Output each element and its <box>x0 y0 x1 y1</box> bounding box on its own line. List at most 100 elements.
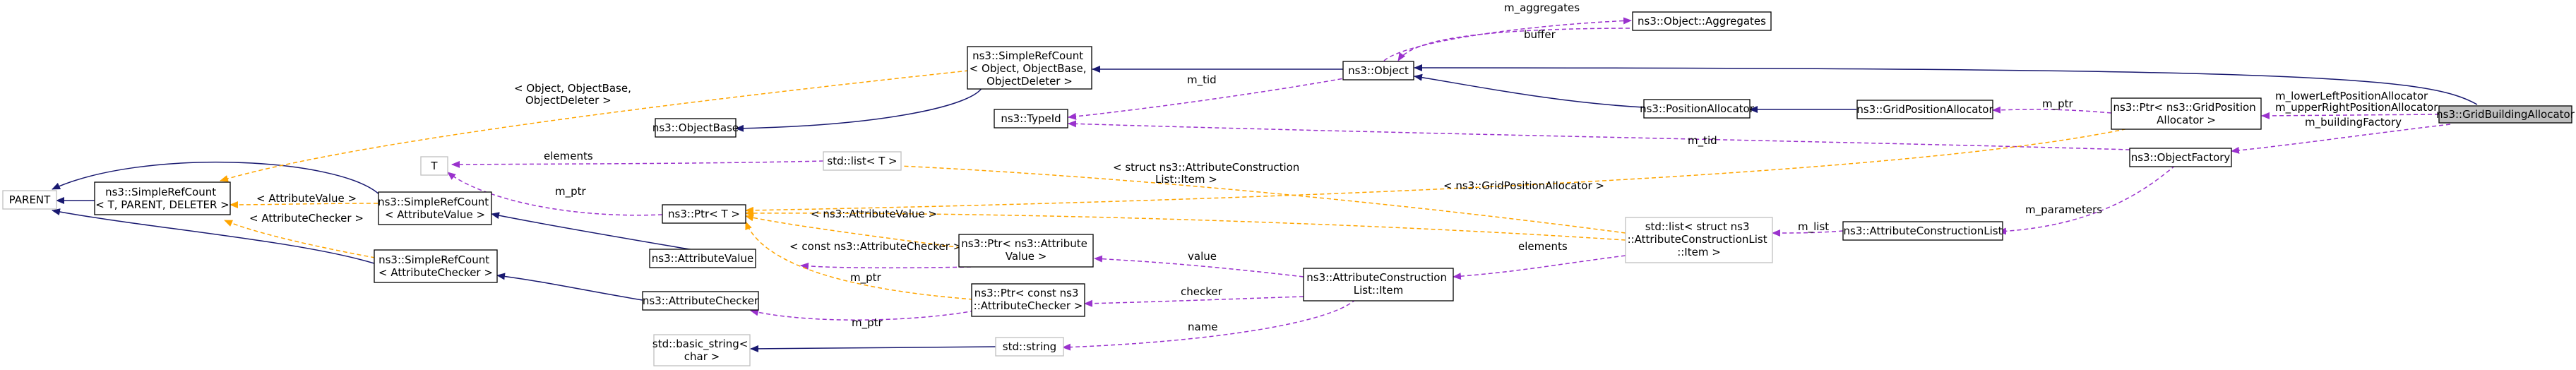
svg-text:std::string: std::string <box>1003 340 1056 353</box>
svg-text:ns3::SimpleRefCount <: ns3::SimpleRefCount < Object, ObjectBase… <box>970 49 1090 88</box>
node-std-list-t[interactable]: std::list< T > <box>823 151 902 171</box>
svg-text:ns3::TypeId: ns3::TypeId <box>1001 112 1061 125</box>
svg-text:ns3::Ptr< ns3::GridPosition: ns3::Ptr< ns3::GridPosition Allocator > <box>2113 101 2259 126</box>
label-elements-item: elements <box>1518 240 1568 253</box>
svg-text:PARENT: PARENT <box>9 193 51 206</box>
node-ptr-t[interactable]: ns3::Ptr< T > <box>662 204 746 224</box>
svg-text:std::list< struct ns3: std::list< struct ns3 ::AttributeConstru… <box>1628 220 1771 258</box>
node-std-string[interactable]: std::string <box>995 337 1064 357</box>
node-grid-building-allocator[interactable]: ns3::GridBuildingAllocator <box>2436 105 2575 124</box>
svg-text:ns3::Ptr< ns3::Attribute: ns3::Ptr< ns3::Attribute Value > <box>961 237 1090 263</box>
label-lower-upper: m_lowerLeftPositionAllocator m_upperRigh… <box>2275 90 2438 114</box>
svg-text:ns3::ObjectBase: ns3::ObjectBase <box>652 121 739 134</box>
edge-attrvalue-to-srcav <box>491 212 698 251</box>
node-object-factory[interactable]: ns3::ObjectFactory <box>2129 148 2232 167</box>
node-ptr-grid-position-allocator[interactable]: ns3::Ptr< ns3::GridPosition Allocator > <box>2111 97 2262 130</box>
node-attribute-checker[interactable]: ns3::AttributeChecker <box>642 291 759 311</box>
label-name: name <box>1188 321 1218 333</box>
edge-factory-to-acl <box>1998 160 2181 235</box>
svg-text:T: T <box>430 160 438 172</box>
svg-text:ns3::SimpleRefCount <: ns3::SimpleRefCount < AttributeValue > <box>378 196 492 221</box>
svg-text:ns3::GridBuildingAllocator: ns3::GridBuildingAllocator <box>2436 108 2575 121</box>
edge-item-to-ptrav <box>1094 255 1304 278</box>
node-attribute-construction-list[interactable]: ns3::AttributeConstructionList <box>1842 221 2003 241</box>
edge-posalloc-to-object <box>1414 73 1645 108</box>
edge-ptrgrid-to-ptrt <box>745 124 2147 214</box>
svg-text:ns3::ObjectFactory: ns3::ObjectFactory <box>2131 151 2231 164</box>
label-grid-position-template: < ns3::GridPositionAllocator > <box>1443 179 1604 192</box>
node-simple-ref-count-attribute-checker[interactable]: ns3::SimpleRefCount < AttributeChecker > <box>374 249 498 283</box>
label-const-attribute-checker-template: < const ns3::AttributeChecker > <box>789 240 962 253</box>
node-basic-string[interactable]: std::basic_string< char > <box>652 334 751 366</box>
edge-srcav-to-srcount <box>229 201 378 208</box>
node-ptr-attribute-value[interactable]: ns3::Ptr< ns3::Attribute Value > <box>958 234 1094 268</box>
label-value: value <box>1188 250 1217 263</box>
svg-text:ns3::AttributeValue: ns3::AttributeValue <box>652 252 753 265</box>
label-struct-item-template: < struct ns3::AttributeConstruction List… <box>1113 161 1303 186</box>
svg-text:ns3::Object::Aggregates: ns3::Object::Aggregates <box>1638 15 1766 28</box>
svg-text:ns3::Object: ns3::Object <box>1348 64 1409 77</box>
svg-text:ns3::AttributeChecker: ns3::AttributeChecker <box>643 294 759 307</box>
svg-text:ns3::Ptr< const ns3 ::: ns3::Ptr< const ns3 ::AttributeChecker > <box>974 287 1083 312</box>
edge-object-to-typeid <box>1068 76 1356 120</box>
edge-listitem-to-listt <box>884 162 1626 234</box>
label-m-tid-factory: m_tid <box>1688 134 1717 148</box>
node-type-id[interactable]: ns3::TypeId <box>994 109 1068 129</box>
edge-item-to-ptrac <box>1084 296 1304 307</box>
node-grid-position-allocator[interactable]: ns3::GridPositionAllocator <box>1856 100 1993 119</box>
svg-text:std::list< T >: std::list< T > <box>827 155 897 167</box>
node-attribute-construction-list-item[interactable]: ns3::AttributeConstruction List::Item <box>1303 268 1454 302</box>
label-m-ptr-t: m_ptr <box>555 185 587 198</box>
label-attribute-value-template: < AttributeValue > <box>256 192 357 205</box>
edge-ptrac-to-attrchecker <box>750 309 975 321</box>
edge-ptrt-to-t <box>447 172 663 216</box>
node-position-allocator[interactable]: ns3::PositionAllocator <box>1640 99 1755 119</box>
edge-srcac-to-parent <box>52 208 375 264</box>
svg-text:ns3::AttributeConstructionList: ns3::AttributeConstructionList <box>1844 225 2003 237</box>
node-simple-ref-count-attribute-value[interactable]: ns3::SimpleRefCount < AttributeValue > <box>378 191 492 225</box>
label-building-factory: m_buildingFactory <box>2305 116 2402 129</box>
label-elements-t: elements <box>544 150 593 162</box>
node-parent[interactable]: PARENT <box>2 190 57 210</box>
edge-aggregates-to-object <box>1397 28 1638 61</box>
node-std-list-item[interactable]: std::list< struct ns3 ::AttributeConstru… <box>1625 217 1773 263</box>
label-checker: checker <box>1181 285 1223 298</box>
edge-gba-to-ptrgrid <box>2261 112 2440 119</box>
edge-object-to-aggregates <box>1383 17 1632 61</box>
edge-ptrav-to-attrvalue <box>800 262 972 270</box>
edge-ptrav-to-ptrt <box>745 214 968 249</box>
label-m-tid-object: m_tid <box>1187 73 1217 87</box>
node-object-base[interactable]: ns3::ObjectBase <box>652 118 739 138</box>
edge-listt-to-t <box>451 160 824 168</box>
edge-acl-to-listitem <box>1772 229 1844 237</box>
svg-text:ns3::PositionAllocator: ns3::PositionAllocator <box>1640 102 1755 115</box>
edge-listitem-to-item <box>1453 255 1626 280</box>
label-buffer: buffer <box>1524 28 1556 41</box>
edge-factory-to-typeid <box>1068 120 2130 150</box>
edge-gba-to-factory <box>2231 124 2451 154</box>
node-object[interactable]: ns3::Object <box>1342 61 1414 80</box>
node-object-aggregates[interactable]: ns3::Object::Aggregates <box>1632 11 1772 31</box>
label-attribute-checker-template: < AttributeChecker > <box>249 212 364 225</box>
edge-srcobj-to-srcount <box>220 70 970 182</box>
node-attribute-value[interactable]: ns3::AttributeValue <box>649 249 756 268</box>
svg-text:ns3::Ptr< T >: ns3::Ptr< T > <box>668 208 740 220</box>
node-simple-ref-count-t[interactable]: ns3::SimpleRefCount < T, PARENT, DELETER… <box>94 181 231 215</box>
edge-srcav-to-parent <box>52 161 381 196</box>
label-ns3-attribute-value-template: < ns3::AttributeValue > <box>811 208 937 220</box>
label-m-ptr-value: m_ptr <box>850 271 882 285</box>
edge-attrchecker-to-srcac <box>496 273 643 301</box>
node-t[interactable]: T <box>420 156 448 176</box>
label-m-parameters: m_parameters <box>2025 203 2102 217</box>
node-simple-ref-count-object[interactable]: ns3::SimpleRefCount < Object, ObjectBase… <box>967 46 1092 90</box>
edge-string-to-basicstring <box>750 345 996 352</box>
label-m-list: m_list <box>1798 220 1829 234</box>
svg-text:ns3::AttributeConstruction: ns3::AttributeConstruction List::Item <box>1306 271 1450 297</box>
node-ptr-attribute-checker[interactable]: ns3::Ptr< const ns3 ::AttributeChecker > <box>971 283 1085 317</box>
edge-ptrac-to-ptrt <box>745 221 974 300</box>
edge-srcac-to-srcount <box>224 220 376 258</box>
label-m-aggregates: m_aggregates <box>1504 1 1580 15</box>
label-m-ptr-grid: m_ptr <box>2042 97 2074 111</box>
label-object-template: < Object, ObjectBase, ObjectDeleter > <box>514 82 635 107</box>
